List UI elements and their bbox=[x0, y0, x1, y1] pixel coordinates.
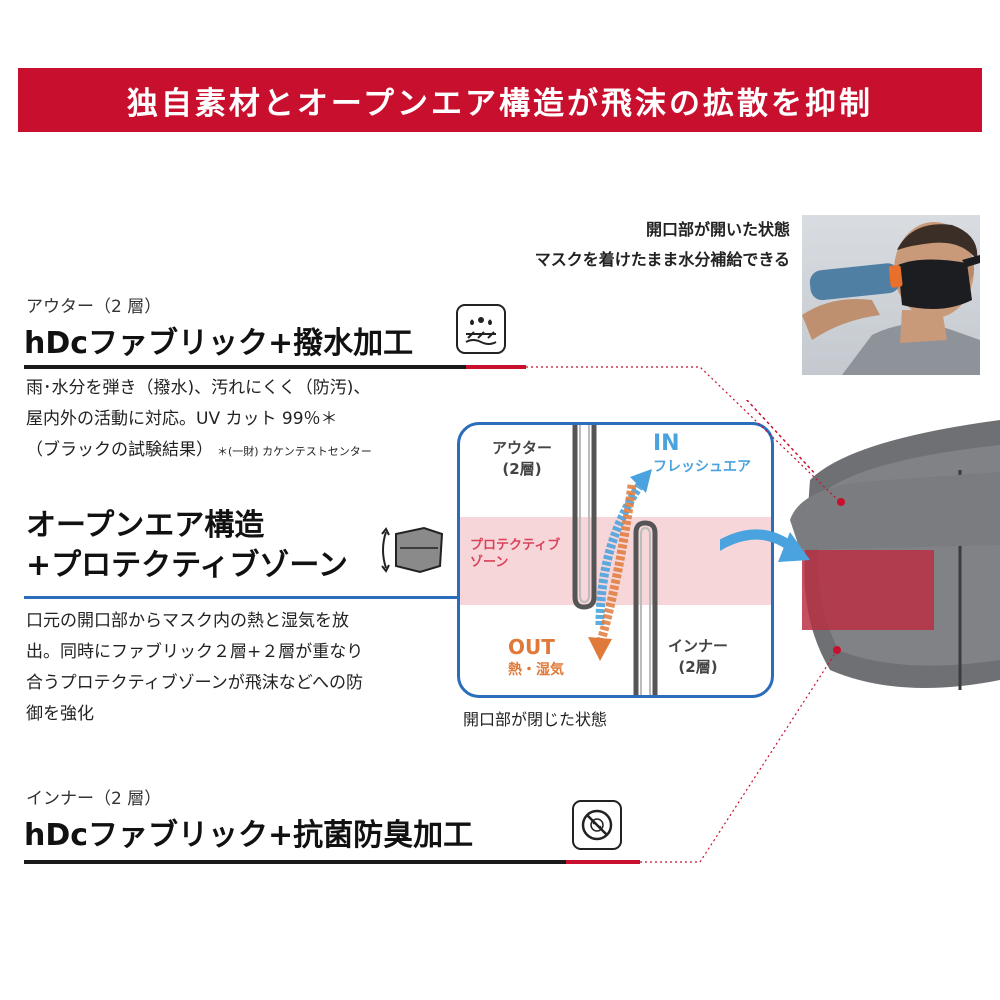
photo-caption: 開口部が開いた状態 マスクを着けたまま水分補給できる bbox=[535, 216, 790, 270]
diagram-outer-label-2: (2層) bbox=[502, 460, 542, 478]
openair-divider bbox=[24, 596, 457, 599]
openair-desc-line3: 合うプロテクティブゾーンが飛沫などへの防 bbox=[26, 673, 363, 693]
diagram-zone-label-2: ゾーン bbox=[470, 555, 509, 570]
openair-desc-line1: 口元の開口部からマスク内の熱と湿気を放 bbox=[26, 611, 349, 631]
inner-divider bbox=[24, 860, 640, 864]
outer-description: 雨･水分を弾き（撥水)、汚れにくく（防汚)、 屋内外の活動に対応。UV カット … bbox=[26, 373, 436, 467]
banner-title: 独自素材とオープンエア構造が飛沫の拡散を抑制 bbox=[126, 85, 874, 122]
diagram-caption: 開口部が閉じた状態 bbox=[463, 710, 608, 729]
openair-desc-line2: 出。同時にファブリック２層+２層が重なり bbox=[26, 642, 364, 662]
diagram-inner-label-2: (2層) bbox=[678, 658, 718, 676]
diagram-out-label: OUT 熱・湿気 bbox=[508, 635, 564, 679]
openair-description: 口元の開口部からマスク内の熱と湿気を放 出。同時にファブリック２層+２層が重なり… bbox=[26, 606, 436, 730]
outer-desc-line3: （ブラックの試験結果） bbox=[26, 440, 213, 460]
mask-closeup bbox=[709, 359, 1000, 720]
diagram-zone-label-1: プロテクティブ bbox=[470, 538, 561, 553]
diagram-outer-label-1: アウター bbox=[492, 439, 553, 457]
openair-title: オープンエア構造 +プロテクティブゾーン bbox=[26, 506, 348, 586]
outer-divider bbox=[24, 365, 526, 369]
diagram-inner-label-1: インナー bbox=[668, 637, 729, 655]
outer-desc-line2: 屋内外の活動に対応。UV カット 99％＊ bbox=[26, 409, 338, 429]
mask-airflow-icon bbox=[376, 520, 446, 582]
diagram-zone-label: プロテクティブ ゾーン bbox=[470, 537, 560, 571]
diagram-outer-label: アウター (2層) bbox=[492, 437, 552, 479]
outer-desc-note: ＊(一財) カケンテストセンター bbox=[217, 445, 372, 458]
inner-layer-label: インナー（2 層） bbox=[26, 789, 162, 809]
photo-caption-line2: マスクを着けたまま水分補給できる bbox=[534, 250, 790, 269]
diagram-inner-label: インナー (2層) bbox=[668, 635, 728, 677]
airflow-diagram: アウター (2層) IN フレッシュエア プロテクティブ ゾーン OUT 熱・湿… bbox=[457, 422, 774, 698]
inner-title: hDcファブリック+抗菌防臭加工 bbox=[24, 818, 474, 853]
photo-caption-line1: 開口部が開いた状態 bbox=[645, 220, 790, 239]
water-repellent-icon bbox=[456, 304, 506, 354]
drinking-photo bbox=[802, 215, 980, 375]
diagram-in-label: IN フレッシュエア bbox=[653, 431, 751, 476]
openair-title-line1: オープンエア構造 bbox=[26, 508, 265, 543]
openair-desc-line4: 御を強化 bbox=[26, 704, 94, 724]
header-banner: 独自素材とオープンエア構造が飛沫の拡散を抑制 bbox=[18, 68, 982, 132]
diagram-in-sub: フレッシュエア bbox=[653, 459, 751, 475]
antibacterial-icon bbox=[572, 800, 622, 850]
diagram-out-text: OUT bbox=[508, 635, 555, 659]
outer-desc-line1: 雨･水分を弾き（撥水)、汚れにくく（防汚)、 bbox=[26, 378, 371, 398]
openair-title-line2: +プロテクティブゾーン bbox=[26, 548, 348, 583]
outer-title: hDcファブリック+撥水加工 bbox=[24, 326, 414, 361]
diagram-out-sub: 熱・湿気 bbox=[508, 662, 564, 678]
diagram-in-text: IN bbox=[653, 431, 680, 456]
outer-layer-label: アウター（2 層） bbox=[26, 297, 162, 317]
